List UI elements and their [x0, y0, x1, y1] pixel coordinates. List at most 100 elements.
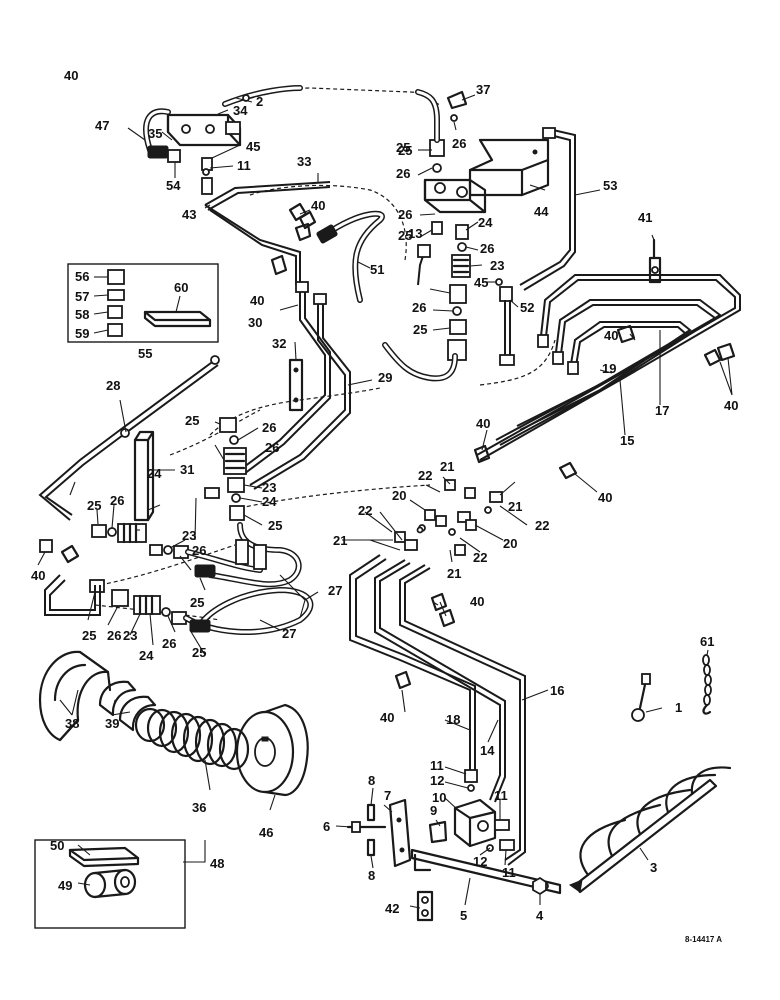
- callout: 24: [262, 494, 277, 509]
- bracket-32: [288, 358, 304, 412]
- callout: 33: [297, 154, 311, 169]
- callout: 26: [192, 543, 206, 558]
- hose-51: [298, 210, 385, 303]
- hoses-27: [183, 522, 314, 636]
- callout: 26: [265, 440, 279, 455]
- fittings-40-right: [394, 324, 736, 690]
- callout: 52: [520, 300, 534, 315]
- callout: 20: [392, 488, 406, 503]
- callout: 10: [432, 790, 446, 805]
- callout: 38: [65, 716, 79, 731]
- callout: 40: [470, 594, 484, 609]
- callout: 27: [282, 626, 296, 641]
- callout: 4: [536, 908, 544, 923]
- callout: 9: [430, 803, 437, 818]
- callout: 40: [604, 328, 618, 343]
- callout: 22: [473, 550, 487, 565]
- callout: 23: [262, 480, 276, 495]
- callout: 23: [182, 528, 196, 543]
- clutch-shoe-38: [38, 650, 112, 742]
- callout: 21: [333, 533, 347, 548]
- callout: 25: [82, 628, 96, 643]
- callout: 26: [396, 166, 410, 181]
- callout: 3: [650, 860, 657, 875]
- callout: 2: [256, 94, 263, 109]
- callout: 43: [182, 207, 196, 222]
- callout: 34: [233, 103, 248, 118]
- callout: 25: [190, 595, 204, 610]
- callout: 12: [473, 854, 487, 869]
- callout: 20: [503, 536, 517, 551]
- callout: 27: [328, 583, 342, 598]
- callout: 21: [508, 499, 522, 514]
- callout: 13: [408, 226, 422, 241]
- fittings-center-column: [382, 221, 515, 382]
- callout: 31: [180, 462, 194, 477]
- tube-43: [204, 204, 301, 285]
- chain-61: [702, 654, 712, 715]
- callout: 25: [413, 322, 427, 337]
- callout: 22: [358, 503, 372, 518]
- callout: 21: [447, 566, 461, 581]
- callout: 22: [418, 468, 432, 483]
- callout: 8: [368, 868, 375, 883]
- tube-33: [204, 181, 331, 211]
- callout: 45: [246, 139, 260, 154]
- callout: 50: [50, 838, 64, 853]
- callout: 41: [638, 210, 652, 225]
- callout: 1: [675, 700, 682, 715]
- callout: 26: [480, 241, 494, 256]
- callout: 32: [272, 336, 286, 351]
- callout: 15: [620, 433, 634, 448]
- bracket-31: [133, 430, 155, 522]
- callout: 49: [58, 878, 72, 893]
- callout: 25: [398, 228, 412, 243]
- callout: 18: [446, 712, 460, 727]
- callout: 61: [700, 634, 714, 649]
- callout: 26: [107, 628, 121, 643]
- callout: 19: [602, 361, 616, 376]
- callout: 53: [603, 178, 617, 193]
- callout: 37: [476, 82, 490, 97]
- hub-46: [235, 703, 309, 797]
- callout: 14: [480, 743, 495, 758]
- tubes-14-16-18: [349, 554, 526, 866]
- callout: 36: [192, 800, 206, 815]
- callout: 11: [430, 758, 444, 773]
- callout: 17: [655, 403, 669, 418]
- callout: 23: [123, 628, 137, 643]
- callout: 11: [237, 158, 251, 173]
- callout: 26: [452, 136, 466, 151]
- tubes-29-30: [239, 281, 351, 490]
- bracket-41: [648, 238, 662, 284]
- callout: 40: [31, 568, 45, 583]
- callout: 25: [398, 143, 412, 158]
- callout: 30: [248, 315, 262, 330]
- coil-spring-36: [134, 707, 250, 771]
- callout: 11: [502, 865, 516, 880]
- inset-55-leaders: [93, 276, 181, 334]
- callout: 16: [550, 683, 564, 698]
- callout: 40: [380, 710, 394, 725]
- callout: 40: [598, 490, 612, 505]
- tube-53: [519, 127, 576, 291]
- tine-rake-3: [568, 766, 732, 894]
- callout: 26: [398, 207, 412, 222]
- inset-box-48: [34, 839, 186, 929]
- control-valve-10: [428, 769, 515, 852]
- callout: 47: [95, 118, 109, 133]
- callout: 44: [534, 204, 549, 219]
- inset-box-55: [67, 263, 219, 343]
- tube-bundle-15-17-19: [476, 274, 741, 461]
- callout: 56: [75, 269, 89, 284]
- callout: 24: [139, 648, 154, 663]
- callout: 40: [250, 293, 264, 308]
- callout: 7: [384, 788, 391, 803]
- callout: 29: [378, 370, 392, 385]
- callout: 40: [476, 416, 490, 431]
- callout: 24: [147, 466, 162, 481]
- fittings-20-21-22: [394, 479, 503, 556]
- callout: 48: [210, 856, 224, 871]
- callout: 25: [192, 645, 206, 660]
- callout: 26: [110, 493, 124, 508]
